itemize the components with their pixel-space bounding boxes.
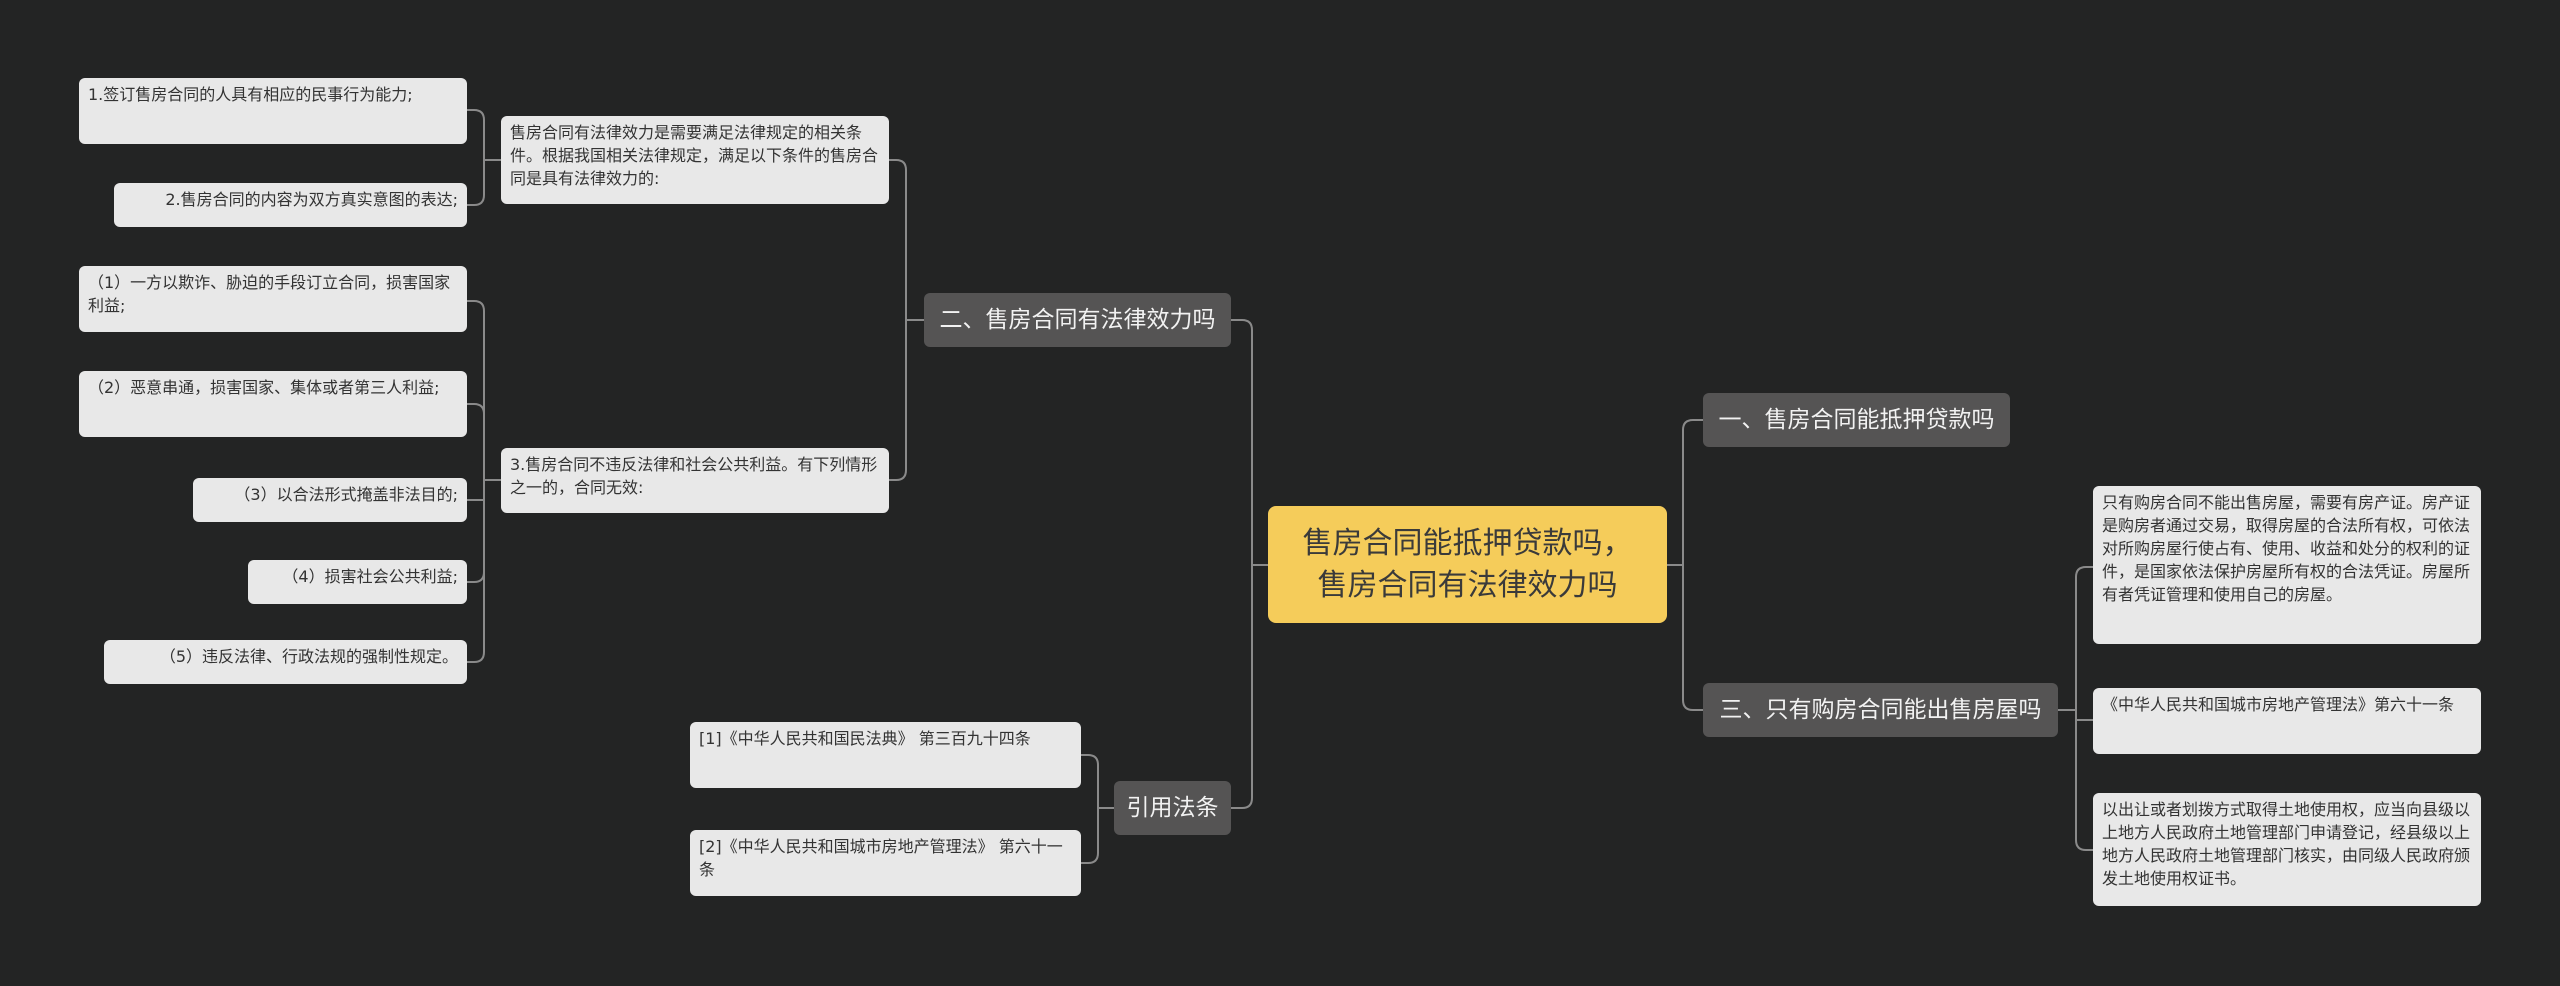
link-b3-3: [2058, 709, 2093, 851]
link-root-b1: [1667, 419, 1703, 566]
link-validity-item2: [467, 159, 501, 206]
invalid-conditions-node[interactable]: 3.售房合同不违反法律和社会公共利益。有下列情形之一的，合同无效:: [501, 448, 889, 513]
link-validity-item1: [467, 109, 501, 161]
branch-mortgage-loan[interactable]: 一、售房合同能抵押贷款吗: [1703, 393, 2010, 447]
validity-item-1[interactable]: 1.签订售房合同的人具有相应的民事行为能力;: [79, 78, 467, 144]
link-root-b3: [1667, 564, 1703, 711]
link-invalid-item1: [467, 300, 501, 481]
real-estate-law-article[interactable]: 《中华人民共和国城市房地产管理法》第六十一条: [2093, 688, 2481, 754]
branch-contract-validity[interactable]: 二、售房合同有法律效力吗: [924, 293, 1231, 347]
cited-law-1[interactable]: [1]《中华人民共和国民法典》 第三百九十四条: [690, 722, 1081, 788]
link-root-b2: [1231, 319, 1268, 566]
land-use-right-note[interactable]: 以出让或者划拨方式取得土地使用权，应当向县级以上地方人民政府土地管理部门申请登记…: [2093, 793, 2481, 906]
invalid-item-5[interactable]: （5）违反法律、行政法规的强制性规定。: [104, 640, 467, 684]
link-cite-1: [1081, 754, 1114, 809]
cited-law-2[interactable]: [2]《中华人民共和国城市房地产管理法》 第六十一条: [690, 830, 1081, 896]
branch-cited-laws[interactable]: 引用法条: [1114, 781, 1231, 835]
invalid-item-3[interactable]: （3）以合法形式掩盖非法目的;: [193, 478, 467, 522]
validity-conditions-node[interactable]: 售房合同有法律效力是需要满足法律规定的相关条件。根据我国相关法律规定，满足以下条…: [501, 116, 889, 204]
property-certificate-note[interactable]: 只有购房合同不能出售房屋，需要有房产证。房产证是购房者通过交易，取得房屋的合法所…: [2093, 486, 2481, 644]
root-line-1: 售房合同能抵押贷款吗，: [1302, 525, 1633, 561]
root-topic[interactable]: 售房合同能抵押贷款吗， 售房合同有法律效力吗: [1268, 506, 1667, 623]
link-b2-validity: [889, 159, 924, 321]
link-invalid-item5: [467, 479, 501, 663]
validity-item-2[interactable]: 2.售房合同的内容为双方真实意图的表达;: [114, 183, 467, 227]
branch-only-purchase-contract[interactable]: 三、只有购房合同能出售房屋吗: [1703, 683, 2058, 737]
link-root-cite: [1231, 564, 1268, 809]
root-topic-text: 售房合同能抵押贷款吗， 售房合同有法律效力吗: [1303, 523, 1633, 607]
invalid-item-2[interactable]: （2）恶意串通，损害国家、集体或者第三人利益;: [79, 371, 467, 437]
root-line-2: 售房合同有法律效力吗: [1317, 567, 1618, 603]
invalid-item-1[interactable]: （1）一方以欺诈、胁迫的手段订立合同，损害国家利益;: [79, 266, 467, 332]
link-b2-invalid: [889, 319, 924, 481]
link-cite-2: [1081, 807, 1114, 864]
link-b3-1: [2058, 566, 2093, 711]
link-invalid-item2: [467, 403, 501, 481]
invalid-item-4[interactable]: （4）损害社会公共利益;: [248, 560, 467, 604]
